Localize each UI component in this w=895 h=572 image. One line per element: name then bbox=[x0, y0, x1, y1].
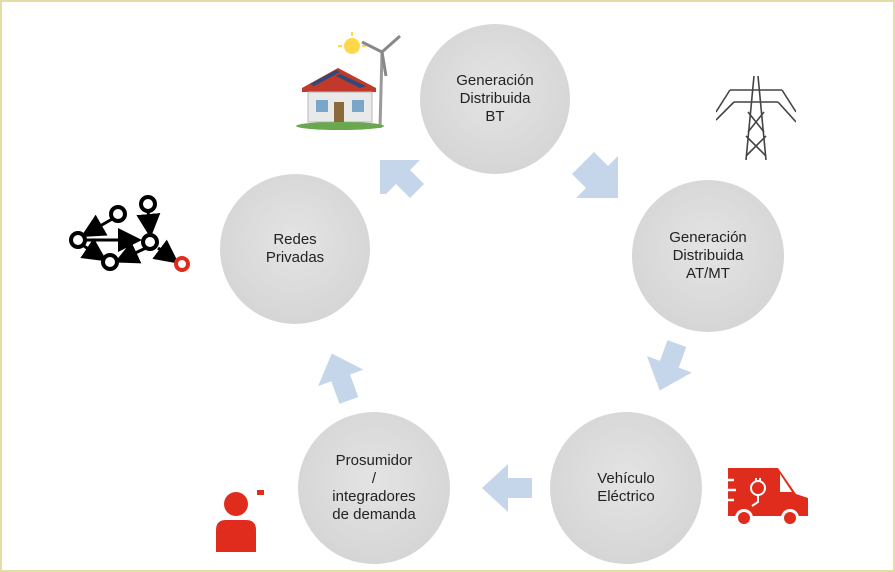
node-label: Prosumidor / integradores de demanda bbox=[332, 452, 415, 524]
flow-arrow-bt-to-atmt bbox=[572, 152, 618, 198]
label-line: Eléctrico bbox=[597, 488, 655, 505]
label-line: de demanda bbox=[332, 506, 416, 523]
house-solar-wind-icon bbox=[296, 32, 401, 130]
label-line: BT bbox=[485, 108, 505, 125]
label-line: Distribuida bbox=[672, 247, 744, 264]
node-redes-privadas: Redes Privadas bbox=[220, 174, 370, 324]
person-icon bbox=[216, 490, 264, 552]
node-label: Generación Distribuida BT bbox=[456, 72, 534, 126]
label-line: Redes bbox=[273, 231, 317, 248]
label-line: / bbox=[371, 470, 377, 487]
label-line: Privadas bbox=[265, 249, 325, 266]
flow-arrow-redes-to-bt bbox=[380, 160, 424, 198]
network-graph-icon bbox=[69, 195, 190, 272]
flow-arrow-ve-to-prosumidor bbox=[482, 464, 532, 512]
label-line: AT/MT bbox=[686, 265, 730, 282]
transmission-tower-icon bbox=[716, 75, 796, 161]
label-line: Vehículo bbox=[597, 470, 655, 487]
electric-van-icon bbox=[724, 468, 808, 527]
flow-arrow-atmt-to-ve bbox=[646, 340, 692, 391]
node-label: Vehículo Eléctrico bbox=[597, 470, 655, 506]
node-label: Redes Privadas bbox=[266, 231, 324, 267]
node-prosumidor: Prosumidor / integradores de demanda bbox=[298, 412, 450, 564]
flow-arrow-prosumidor-to-redes bbox=[318, 353, 364, 404]
node-generacion-distribuida-bt: Generación Distribuida BT bbox=[420, 24, 570, 174]
label-line: Generación bbox=[456, 72, 534, 89]
label-line: integradores bbox=[332, 488, 416, 505]
node-generacion-distribuida-atmt: Generación Distribuida AT/MT bbox=[632, 180, 784, 332]
label-line: Generación bbox=[669, 229, 747, 246]
node-label: Generación Distribuida AT/MT bbox=[669, 229, 747, 283]
label-line: Distribuida bbox=[459, 90, 531, 107]
node-vehiculo-electrico: Vehículo Eléctrico bbox=[550, 412, 702, 564]
label-line: Prosumidor bbox=[335, 452, 413, 469]
